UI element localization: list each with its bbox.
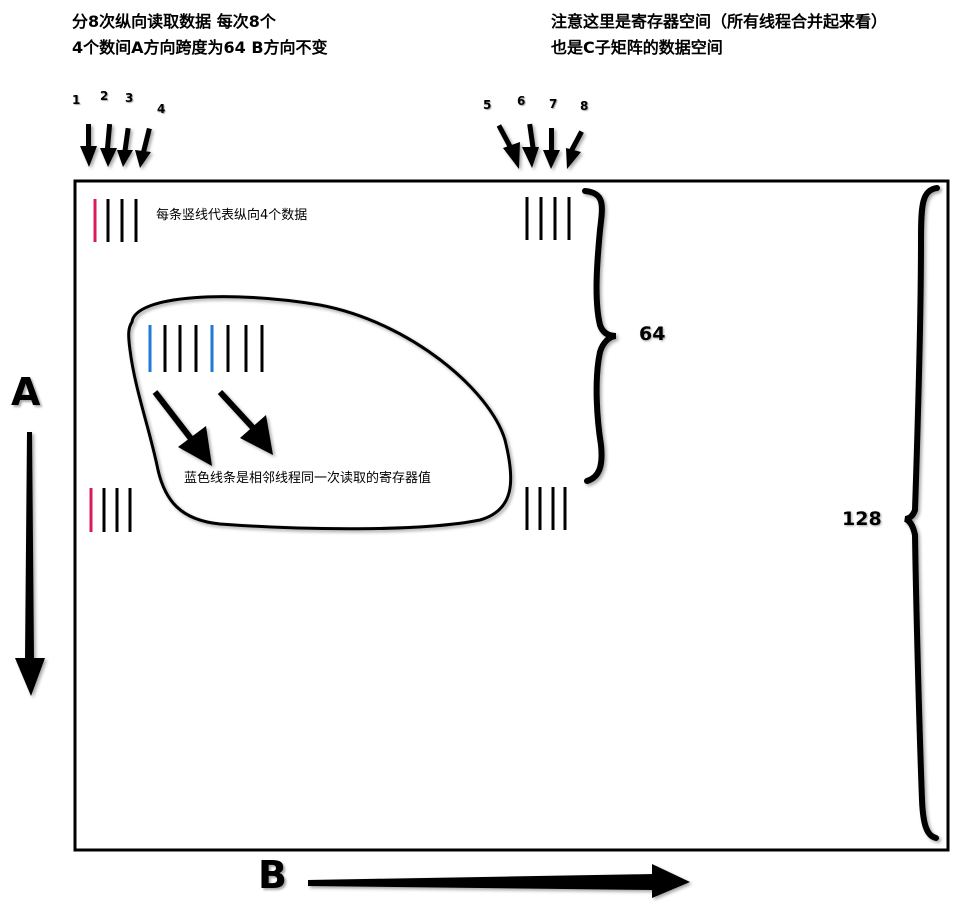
brace-128 [903, 185, 940, 841]
read-number-2: 2 [100, 89, 109, 103]
read-arrow-3 [117, 127, 133, 167]
read-arrow-4 [135, 127, 152, 168]
read-number-6: 6 [517, 94, 526, 108]
note-right-line-1: 注意这里是寄存器空间（所有线程合并起来看） [551, 12, 888, 31]
read-number-7: 7 [549, 97, 558, 111]
pointer-arrow-2 [217, 389, 273, 455]
read-arrows-group-2 [496, 123, 584, 169]
line-group-adjacent-threads [148, 325, 264, 372]
pointer-arrows [152, 389, 273, 466]
brace-64 [582, 188, 617, 484]
read-arrow-8 [566, 130, 584, 169]
read-number-8: 8 [580, 99, 589, 113]
axis-a-label: A [11, 370, 41, 414]
line-group-top-left [93, 199, 138, 242]
pointer-arrow-1 [152, 390, 212, 466]
note-right-line-2: 也是C子矩阵的数据空间 [551, 38, 723, 57]
read-arrow-6 [522, 123, 539, 168]
blue-line-note: 蓝色线条是相邻线程同一次读取的寄存器值 [184, 471, 432, 486]
read-arrow-2 [100, 123, 117, 167]
read-arrow-1 [80, 124, 97, 167]
header-line-2: 4个数间A方向跨度为64 B方向不变 [72, 38, 328, 57]
axis-b-arrow [308, 864, 690, 898]
header-line-1: 分8次纵向读取数据 每次8个 [72, 12, 276, 31]
axis-a-arrow [15, 432, 45, 696]
line-group-top-right [525, 197, 571, 240]
adjacent-thread-loop [127, 295, 513, 531]
read-number-5: 5 [483, 98, 492, 112]
read-number-1: 1 [72, 93, 81, 107]
span-128-label: 128 [842, 508, 882, 530]
axis-b-label: B [258, 853, 287, 897]
line-group-bottom-right [525, 487, 567, 530]
span-64-label: 64 [639, 323, 666, 345]
read-arrows-group-1 [80, 123, 152, 168]
register-space-frame [73, 179, 950, 852]
read-number-4: 4 [157, 102, 166, 116]
line-group-bottom-left [89, 488, 132, 532]
read-number-3: 3 [125, 91, 134, 105]
read-arrow-5 [496, 124, 520, 169]
vertical-line-note: 每条竖线代表纵向4个数据 [156, 208, 308, 223]
read-arrow-7 [543, 128, 560, 169]
